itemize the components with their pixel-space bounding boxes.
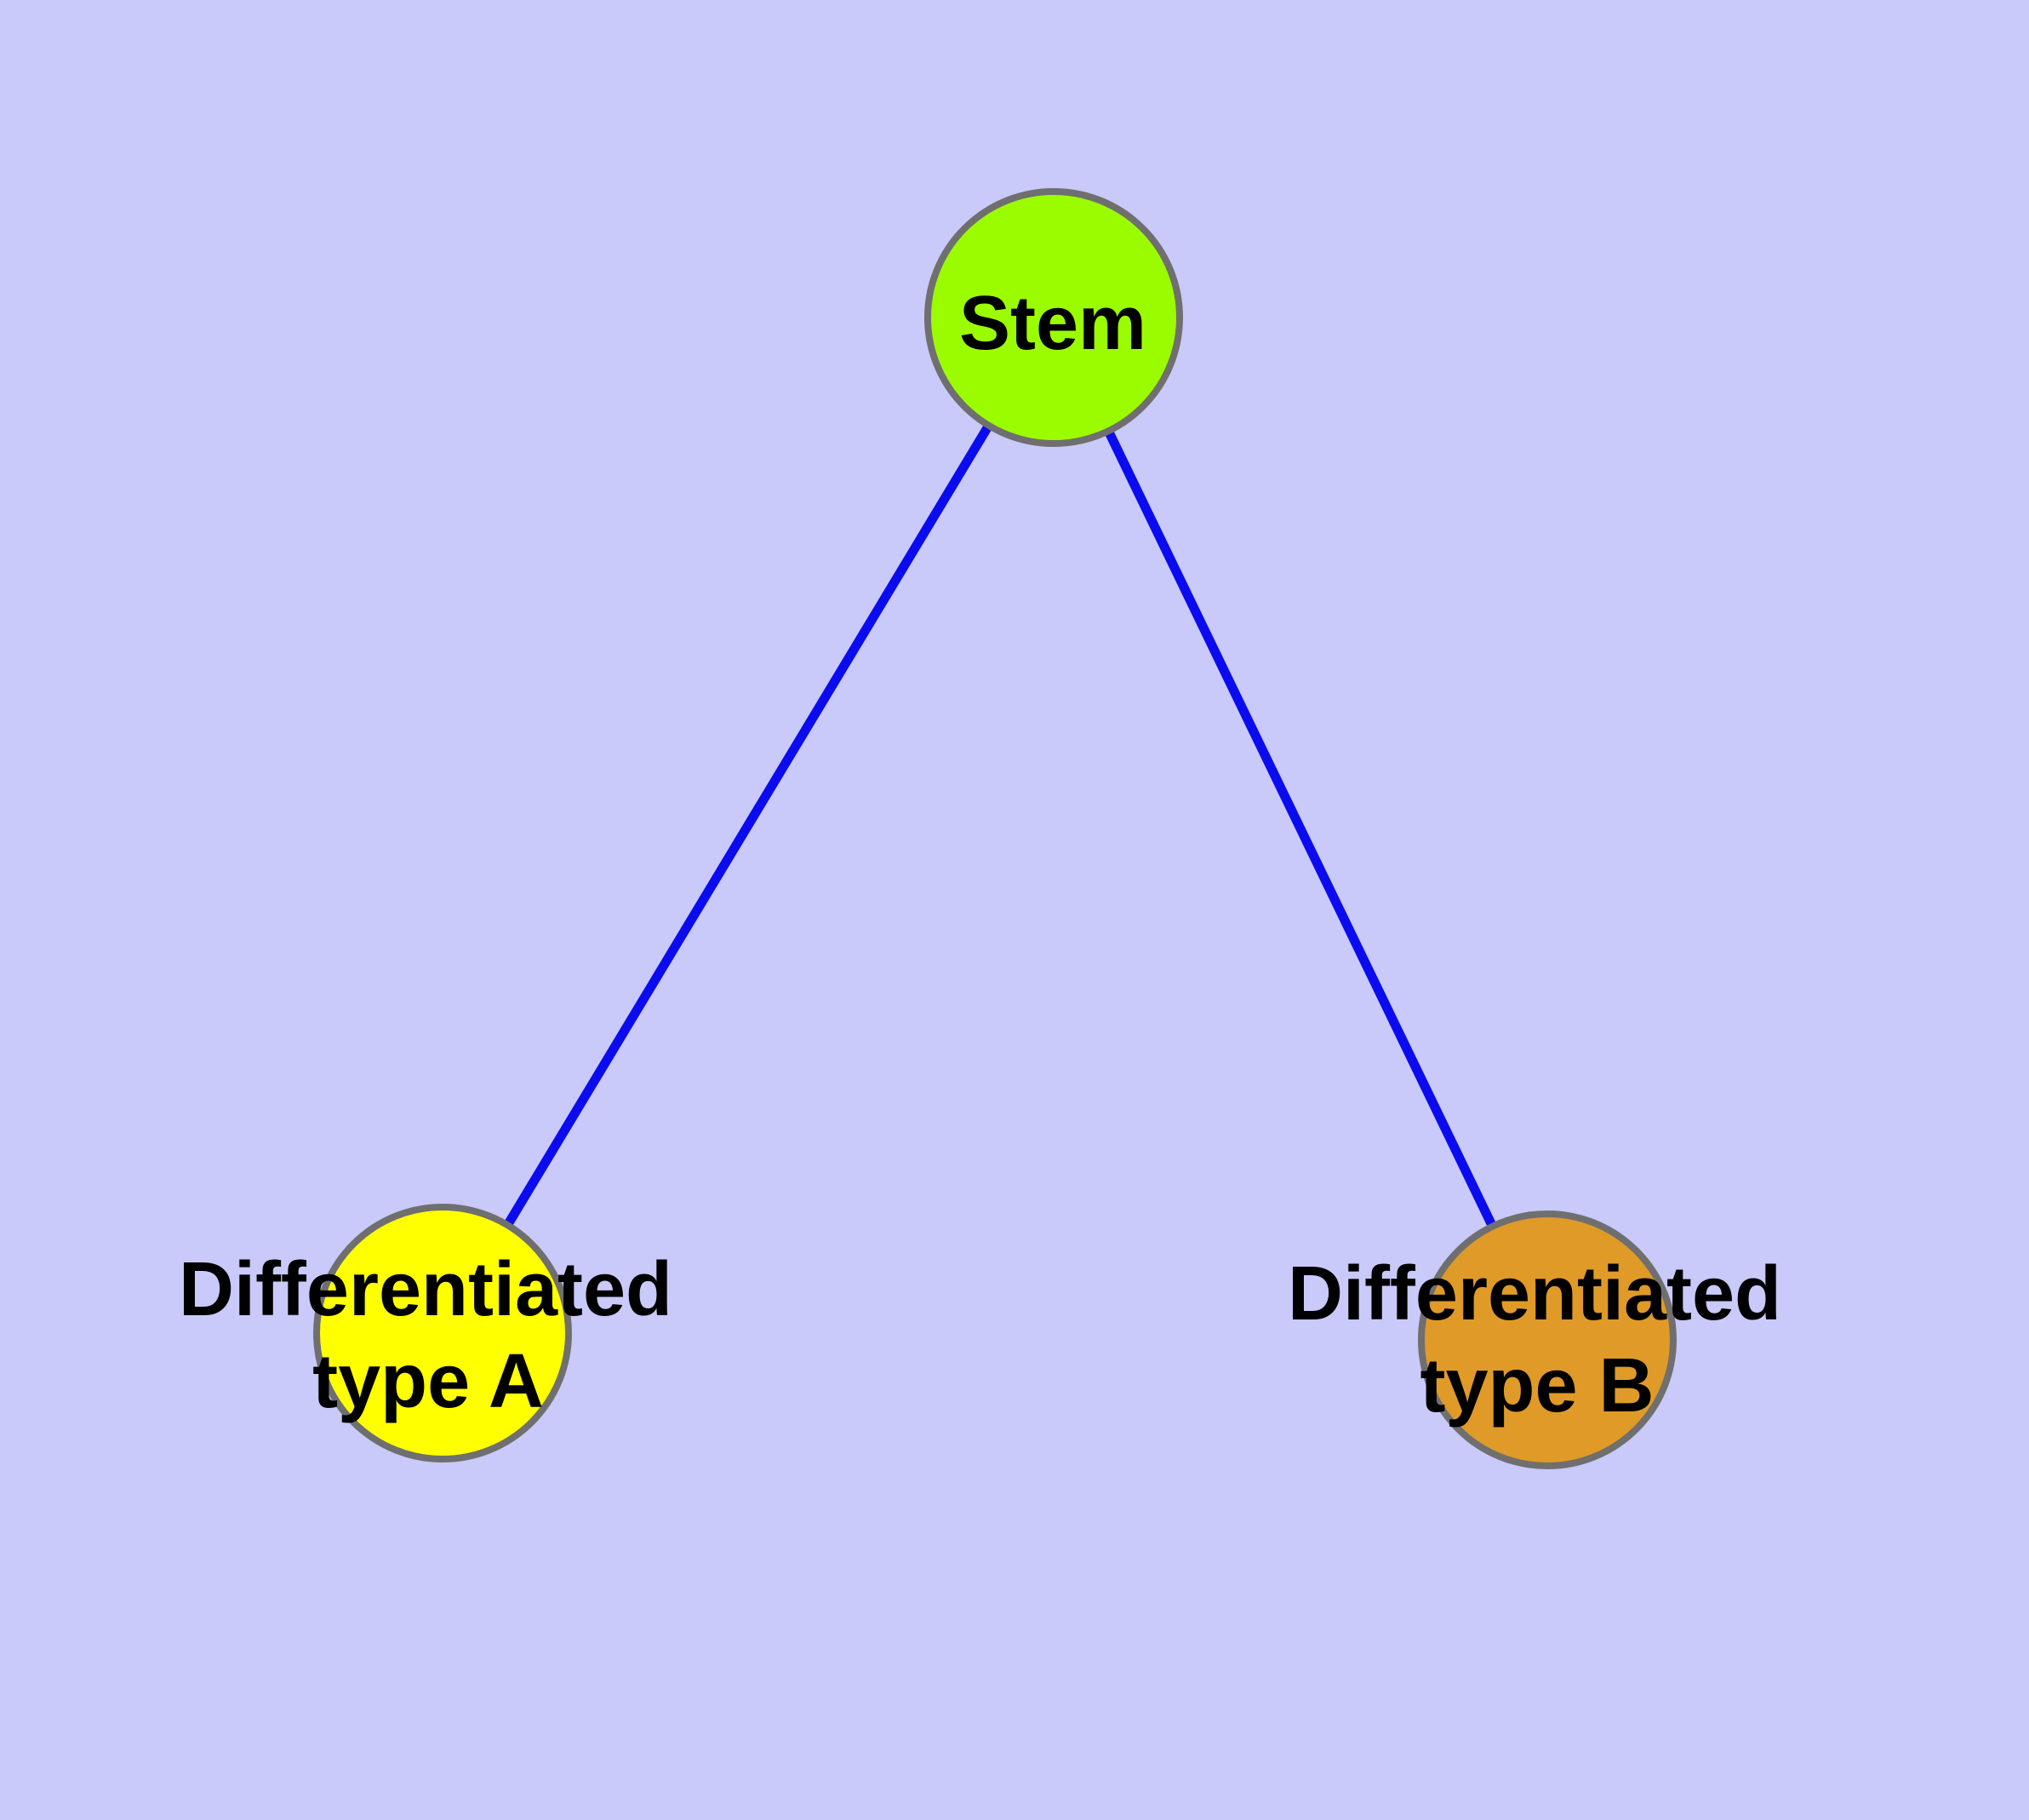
edge-stem-to-type-a (438, 315, 1058, 1336)
node-type-a-label-line2: type A (312, 1339, 544, 1424)
node-type-b-label-line2: type B (1420, 1343, 1654, 1428)
edge-stem-to-type-b (1049, 315, 1552, 1342)
node-type-b-circle (1418, 1210, 1677, 1469)
node-stem-circle (924, 188, 1183, 447)
node-stem-label: Stem (959, 281, 1146, 366)
node-type-b-label-line1: Differentiated (1288, 1251, 1781, 1336)
node-type-a-circle (313, 1204, 572, 1462)
node-type-a-label-line1: Differentiated (179, 1247, 672, 1332)
